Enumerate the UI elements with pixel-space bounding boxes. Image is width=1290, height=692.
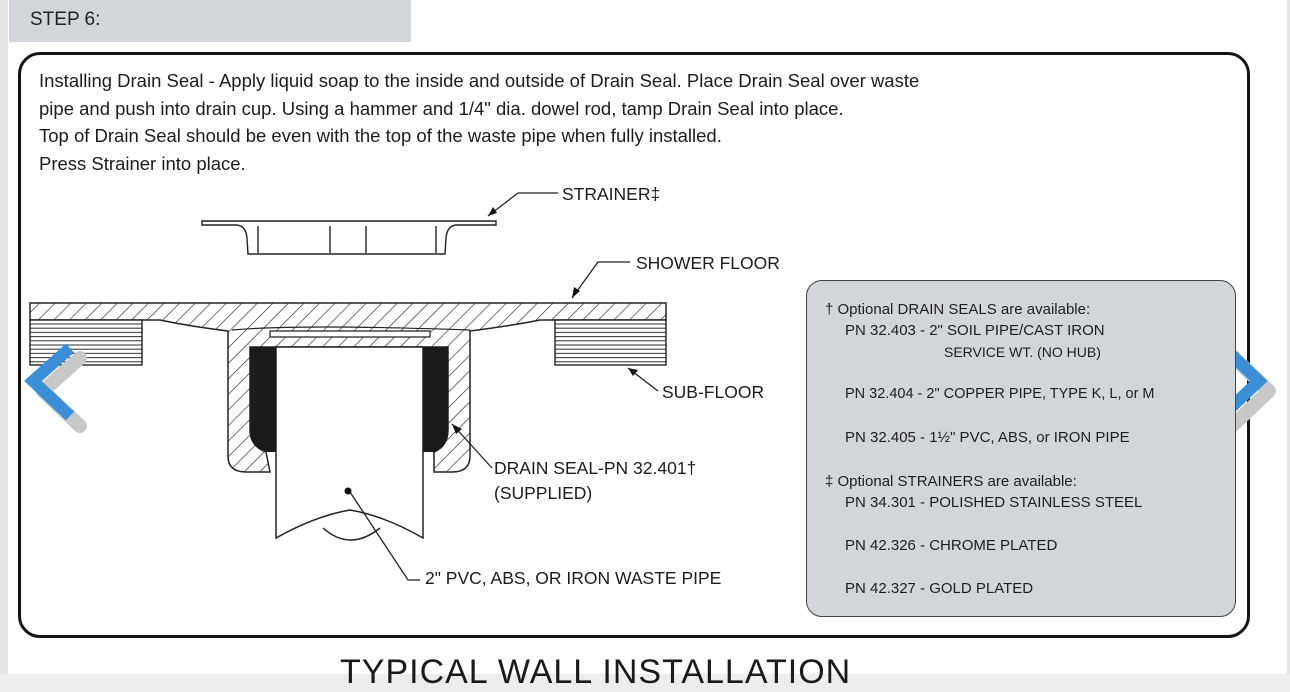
strainer-part xyxy=(201,220,497,255)
option-seal-detail: SERVICE WT. (NO HUB) xyxy=(944,344,1101,360)
label-shower-floor: SHOWER FLOOR xyxy=(636,253,780,273)
option-seal: PN 32.403 - 2" SOIL PIPE/CAST IRON xyxy=(845,322,1105,339)
instruction-line: Press Strainer into place. xyxy=(39,152,246,174)
page-edge-left xyxy=(0,0,8,674)
label-waste-pipe: 2" PVC, ABS, OR IRON WASTE PIPE xyxy=(425,568,722,588)
step-label: STEP 6: xyxy=(30,9,101,30)
label-strainer: STRAINER‡ xyxy=(562,184,661,204)
option-strainer: PN 42.327 - GOLD PLATED xyxy=(845,580,1034,597)
option-strainer: PN 42.326 - CHROME PLATED xyxy=(845,537,1058,554)
option-seal: PN 32.405 - 1½" PVC, ABS, or IRON PIPE xyxy=(845,429,1130,446)
strainers-header: ‡ Optional STRAINERS are available: xyxy=(825,473,1077,490)
option-strainer: PN 34.301 - POLISHED STAINLESS STEEL xyxy=(845,494,1143,511)
instructions-text: Installing Drain Seal - Apply liquid soa… xyxy=(39,67,1039,177)
label-sub-floor: SUB-FLOOR xyxy=(662,382,765,402)
chevron-left-icon[interactable] xyxy=(24,343,87,433)
step-header: STEP 6: xyxy=(9,0,411,42)
page-edge-right xyxy=(1287,0,1290,674)
drain-cross-section-diagram xyxy=(24,192,1276,581)
next-section-title: TYPICAL WALL INSTALLATION xyxy=(340,653,852,691)
waste-pipe xyxy=(275,346,424,541)
instruction-line: pipe and push into drain cup. Using a ha… xyxy=(39,97,844,119)
option-seal: PN 32.404 - 2" COPPER PIPE, TYPE K, L, o… xyxy=(845,386,1155,402)
instruction-line: Installing Drain Seal - Apply liquid soa… xyxy=(39,70,920,91)
optional-parts-box: † Optional DRAIN SEALS are available: PN… xyxy=(806,280,1236,617)
label-drain-seal: DRAIN SEAL-PN 32.401† xyxy=(494,458,697,478)
drain-seal-left xyxy=(250,347,276,452)
drain-seal-right xyxy=(423,347,448,452)
label-supplied: (SUPPLIED) xyxy=(494,483,593,503)
sub-floor-right xyxy=(554,319,667,366)
seals-header: † Optional DRAIN SEALS are available: xyxy=(825,301,1091,318)
instruction-line: Top of Drain Seal should be even with th… xyxy=(39,125,722,146)
